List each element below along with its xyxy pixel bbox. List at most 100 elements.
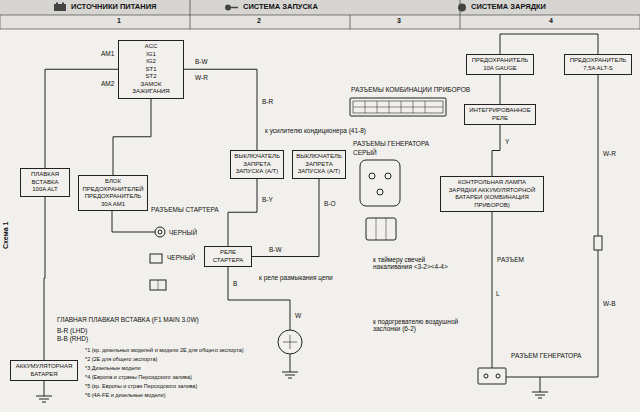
column-number: 1 [116, 17, 122, 25]
reference-note: к таймеру свечей накаливания <3-2><4-4> [372, 256, 466, 271]
column-number: 2 [256, 17, 262, 25]
node-text: ST1 [122, 66, 180, 74]
part-name: ГЛАВНАЯ ПЛАВКАЯ ВСТАВКА (F1 MAIN 3.0W) [56, 316, 200, 323]
fuse-box: ПРЕДОХРАНИТЕЛЬ 7,5A ALT-S [564, 54, 632, 75]
wire-code: B [232, 280, 238, 287]
wire-code: B-R (LHD) [56, 327, 88, 334]
section-heading: ИСТОЧНИКИ ПИТАНИЯ [70, 3, 157, 12]
fuse-symbol [594, 236, 602, 250]
starter-relay: РЕЛЕ СТАРТЕРА [204, 246, 252, 267]
pin-name: AM2 [100, 80, 115, 87]
node-text: ИНТЕГРИРОВАННОЕ РЕЛЕ [468, 107, 532, 122]
wire-code: B-W [268, 246, 283, 253]
wire-connector [184, 69, 257, 150]
connector-color: ЧЕРНЫЙ [166, 254, 196, 261]
connector-name: РАЗЪЕМЫ КОМБИНАЦИИ ПРИБОРОВ [350, 86, 471, 93]
integrated-relay: ИНТЕГРИРОВАННОЕ РЕЛЕ [464, 104, 536, 125]
connector-name: РАЗЪЕМ [496, 256, 525, 263]
connector-name: РАЗЪЕМЫ ГЕНЕРАТОРА [352, 140, 430, 147]
node-text: РЕЛЕ СТАРТЕРА [208, 249, 248, 264]
wire-code: B-Y [261, 196, 274, 203]
header-generator-icon [458, 4, 466, 12]
generator-connector-symbol [478, 368, 506, 384]
fuse-block-box: БЛОК ПРЕДОХРАНИТЕЛЕЙПРЕДОХРАНИТЕЛЬ 30A A… [78, 175, 148, 211]
node-text: АККУМУЛЯТОРНАЯ БАТАРЕЯ [14, 363, 74, 378]
wire-code: W-B [602, 300, 617, 307]
ignition-switch: ACCIG1IG2ST1ST2ЗАМОК ЗАЖИГАНИЯ [118, 40, 184, 99]
node-text: КОНТРОЛЬНАЯ ЛАМПА ЗАРЯДКИ АККУМУЛЯТОРНОЙ… [444, 179, 540, 209]
starter-connector-symbol [155, 227, 165, 237]
node-text: ЗАМОК ЗАЖИГАНИЯ [122, 81, 180, 96]
reference-note: к реле размыкания цепи [258, 274, 334, 281]
node-text: ACC [122, 43, 180, 51]
wire-connector [252, 179, 319, 257]
column-strip [0, 15, 640, 29]
wire-code: Y [504, 138, 510, 145]
node-text: ПРЕДОХРАНИТЕЛЬ 7,5A ALT-S [568, 57, 628, 72]
connector-color: ЧЕРНЫЙ [168, 229, 198, 236]
wire-connector [113, 99, 151, 176]
wire-connector [492, 125, 500, 176]
section-heading: СИСТЕМА ЗАПУСКА [242, 3, 319, 12]
sheet-title: Схема 1 [2, 221, 10, 250]
column-divider [190, 0, 191, 29]
wire-code: B-B (RHD) [56, 335, 89, 342]
wire-code: B-R [261, 98, 274, 105]
ground-symbol [282, 354, 298, 378]
section-heading: СИСТЕМА ЗАРЯДКИ [470, 3, 547, 12]
wire-code: B-W [194, 58, 209, 65]
connector-name: РАЗЪЕМЫ СТАРТЕРА [150, 206, 220, 213]
wire-code: L [495, 290, 501, 297]
wire-connector [44, 197, 45, 361]
node-text: ПРЕДОХРАНИТЕЛЬ 30A AM1 [82, 193, 144, 208]
header-battery-icon [54, 3, 66, 12]
wire-connector [500, 75, 501, 104]
footnote: *2 (2E для общего экспорта) [84, 356, 158, 362]
footnote: *1 (кр. дизельных моделей и модели 2E дл… [84, 347, 245, 353]
charge-lamp-box: КОНТРОЛЬНАЯ ЛАМПА ЗАРЯДКИ АККУМУЛЯТОРНОЙ… [440, 176, 544, 212]
footnote: *3 Дизельные модели [84, 365, 142, 371]
footnote: *6 (4A-FE и дизельные модели) [84, 392, 166, 398]
node-text: ST2 [122, 73, 180, 81]
footnote: *5 (кр. Европы и стран Персидского залив… [84, 383, 198, 389]
wire-code: W-R [602, 150, 617, 157]
wire-code: W-R [194, 74, 209, 81]
wire-code: B-O [323, 200, 337, 207]
pin-name: AM1 [100, 50, 115, 57]
connector-name: РАЗЪЕМ ГЕНЕРАТОРА [510, 352, 582, 359]
ground-symbol [532, 377, 548, 398]
column-divider [350, 15, 351, 29]
wire-code: W [294, 312, 302, 319]
ground-symbol [36, 380, 52, 402]
reference-note: к усилителю кондиционера (41-8) [264, 127, 367, 134]
header-band [0, 0, 640, 15]
node-text: БЛОК ПРЕДОХРАНИТЕЛЕЙ [82, 178, 144, 193]
wire-connector [45, 69, 118, 168]
generator-socket-symbol [360, 160, 400, 206]
neutral-start-switch: ВЫКЛЮЧАТЕЛЬ ЗАПРЕТА ЗАПУСКА (А/Т) [230, 150, 284, 179]
fuse-box: ПРЕДОХРАНИТЕЛЬ 10A GAUGE [466, 54, 534, 75]
node-text: IG2 [122, 58, 180, 66]
battery-box: АККУМУЛЯТОРНАЯ БАТАРЕЯ [10, 360, 78, 381]
node-text: ВЫКЛЮЧАТЕЛЬ ЗАПРЕТА ЗАПУСКА (А/Т) [296, 153, 342, 176]
header-key-icon [225, 5, 238, 11]
lamp-wire [492, 200, 493, 368]
fusible-link-box: ПЛАВКАЯ ВСТАВКА 100A ALT [20, 168, 70, 197]
connector-color: СЕРЫЙ [352, 149, 378, 156]
column-number: 3 [396, 17, 402, 25]
column-number: 4 [548, 17, 554, 25]
node-text: ВЫКЛЮЧАТЕЛЬ ЗАПРЕТА ЗАПУСКА (А/Т) [234, 153, 280, 176]
instrument-connector-symbol [350, 98, 446, 116]
small-connector-symbol [366, 218, 396, 240]
node-text: ПРЕДОХРАНИТЕЛЬ 10A GAUGE [470, 57, 530, 72]
footnote: *4 (Европа и страны Персидского залива) [84, 374, 193, 380]
starter-motor-symbol [278, 330, 302, 354]
black-connector-symbol [150, 254, 162, 263]
neutral-start-switch: ВЫКЛЮЧАТЕЛЬ ЗАПРЕТА ЗАПУСКА (А/Т) [292, 150, 346, 179]
black-connector-symbol [150, 280, 166, 290]
wire-connector [228, 179, 257, 247]
node-text: ПЛАВКАЯ ВСТАВКА 100A ALT [24, 171, 66, 194]
reference-note: к подогревателю воздушной заслонки (6-2) [372, 318, 482, 333]
starter-wire [228, 262, 290, 330]
